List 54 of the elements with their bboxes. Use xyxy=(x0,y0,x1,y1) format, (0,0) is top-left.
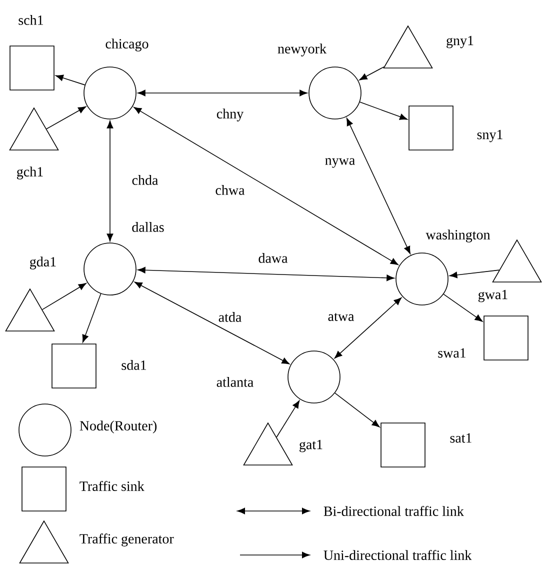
edge-label: chwa xyxy=(214,184,246,196)
traffic-sink: sch1 xyxy=(10,15,54,90)
node-label: gda1 xyxy=(30,256,56,270)
router-node: newyork xyxy=(278,44,362,120)
edge-label: atwa xyxy=(326,312,356,322)
traffic-sink: sny1 xyxy=(408,106,502,150)
arrow xyxy=(42,283,86,310)
edge-label: atda xyxy=(217,311,243,323)
node-label: sda1 xyxy=(122,360,146,370)
arrow xyxy=(443,294,483,322)
node-label: gwa1 xyxy=(478,290,508,302)
arrow xyxy=(134,282,290,364)
traffic-sink: sda1 xyxy=(52,344,146,388)
arrow xyxy=(82,293,102,342)
edge-label: chda xyxy=(130,174,160,186)
legend-text: Uni-directional traffic link xyxy=(324,550,472,560)
router-node: chicago xyxy=(84,38,148,120)
arrow xyxy=(138,266,394,282)
node-label: newyork xyxy=(278,44,327,56)
arrow xyxy=(359,102,408,120)
arrow xyxy=(56,74,86,86)
arrow xyxy=(106,120,114,242)
node-label: dallas xyxy=(132,222,164,232)
node-label: washington xyxy=(426,230,490,242)
edge-label: chny xyxy=(215,108,245,122)
edge-label: dawa xyxy=(257,252,289,264)
traffic-sink: sat1 xyxy=(380,422,472,468)
node-label: gch1 xyxy=(16,166,43,180)
arrow xyxy=(346,118,411,254)
legend-text: Traffic sink xyxy=(80,481,144,491)
arrow xyxy=(449,270,500,278)
arrow xyxy=(138,90,308,96)
node-label: sch1 xyxy=(18,15,43,25)
legend-text: Node(Router) xyxy=(80,420,157,434)
arrow xyxy=(334,297,402,359)
traffic-generator: gda1 xyxy=(5,256,56,332)
node-label: atlanta xyxy=(216,377,254,387)
arrow xyxy=(134,106,398,266)
node-label: gny1 xyxy=(446,36,474,48)
arrow xyxy=(46,106,86,130)
node-label: sat1 xyxy=(450,433,472,443)
node-label: gat1 xyxy=(300,440,322,452)
arrow xyxy=(359,66,384,80)
legend-text: Traffic generator xyxy=(80,534,174,546)
arrow xyxy=(334,392,380,428)
router-node: dallas xyxy=(84,222,164,296)
node-label: sny1 xyxy=(477,130,502,142)
legend-text: Bi-directional traffic link xyxy=(324,506,464,516)
node-label: swa1 xyxy=(438,348,466,358)
traffic-sink: swa1 xyxy=(438,316,528,360)
arrow xyxy=(276,400,300,438)
router-node: atlanta xyxy=(216,350,340,404)
edge-label: nywa xyxy=(324,157,356,169)
node-label: chicago xyxy=(106,38,148,52)
